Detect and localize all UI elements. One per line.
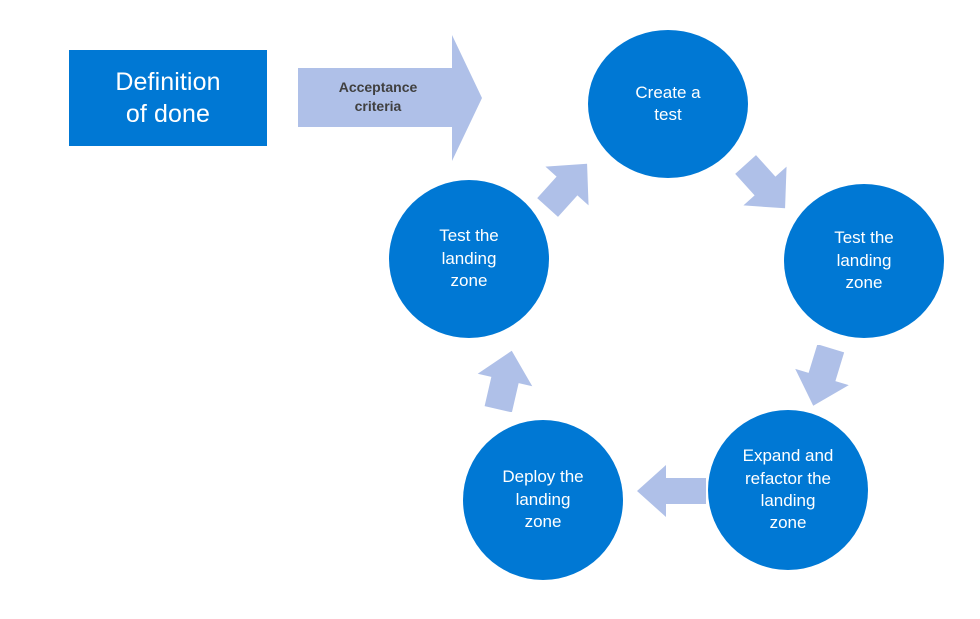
connector-arrow-down-right-icon	[733, 155, 797, 217]
acceptance-criteria-arrow[interactable]	[298, 33, 484, 163]
node-expand-and-refactor-the-landing-zone[interactable]: Expand and refactor the landing zone	[708, 410, 868, 570]
connector-arrow-left-icon	[636, 462, 708, 520]
acceptance-criteria-label: Acceptance criteria	[338, 79, 418, 114]
node-label: Deploy the landing zone	[502, 467, 584, 532]
definition-of-done-box[interactable]: Definition of done	[69, 50, 267, 146]
node-label: Create a test	[635, 82, 701, 124]
node-create-a-test[interactable]: Create a test	[588, 30, 748, 178]
node-label: Test the landing zone	[834, 228, 894, 293]
node-label: Expand and refactor the landing zone	[742, 446, 834, 533]
definition-of-done-label: Definition of done	[115, 68, 221, 128]
node-deploy-the-landing-zone[interactable]: Deploy the landing zone	[463, 420, 623, 580]
connector-arrow-up-icon	[474, 348, 536, 412]
connector-arrow-down-icon	[790, 345, 854, 409]
node-test-the-landing-zone-right[interactable]: Test the landing zone	[784, 184, 944, 338]
node-test-the-landing-zone-left[interactable]: Test the landing zone	[389, 180, 549, 338]
node-label: Test the landing zone	[439, 226, 499, 291]
connector-arrow-up-right-icon	[535, 155, 599, 217]
